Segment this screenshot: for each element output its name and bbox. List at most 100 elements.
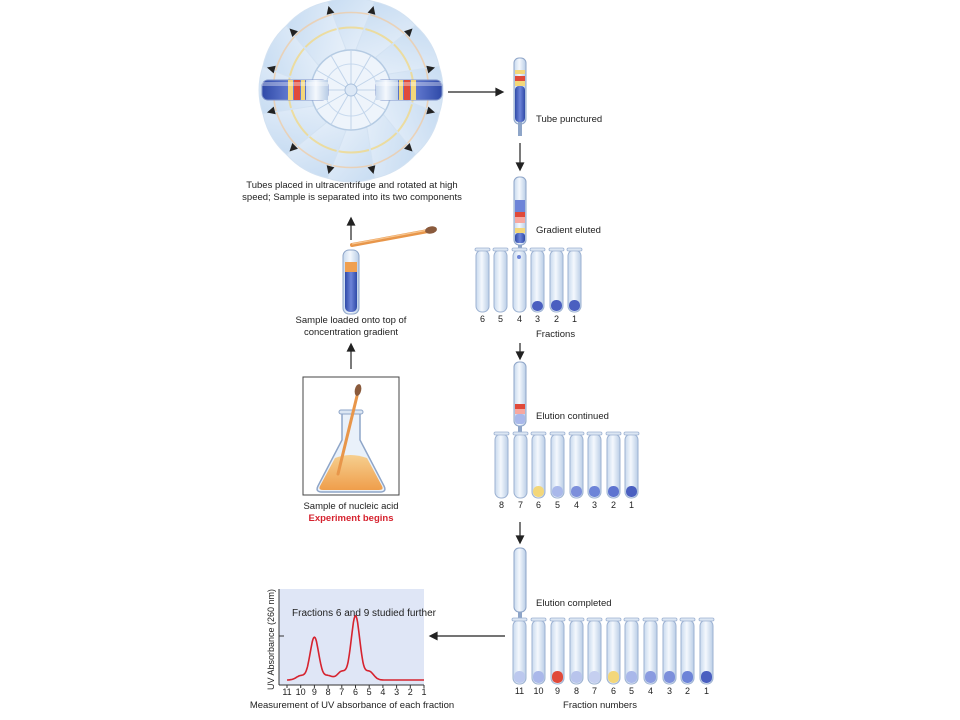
plot-xlabel: Measurement of UV absorbance of each fra…	[249, 700, 455, 711]
fraction-tube-row1	[529, 247, 546, 313]
fraction-number: 10	[533, 686, 544, 696]
rotor-spoke	[330, 94, 349, 125]
plot-x-tick-label: 9	[311, 687, 317, 697]
column-tube-elution-completed	[513, 547, 527, 618]
rotor-spoke	[353, 94, 372, 125]
label-tube-punctured: Tube punctured	[536, 114, 603, 125]
fraction-tube-row2	[586, 431, 603, 499]
rotor-blade	[375, 94, 440, 156]
fraction-number: 6	[610, 686, 616, 696]
fraction-number: 5	[497, 314, 503, 324]
rotation-arrow	[426, 106, 436, 115]
fraction-tube-row3	[679, 617, 696, 685]
nucleic-acid-flask	[302, 376, 400, 496]
fraction-tube-row3	[698, 617, 715, 685]
plot-x-tick-label: 7	[339, 687, 345, 697]
fraction-number: 8	[498, 500, 504, 510]
rotor-spoke	[355, 92, 386, 111]
fraction-tube-row3	[642, 617, 659, 685]
fraction-number: 6	[535, 500, 541, 510]
plot-x-tick-label: 10	[295, 687, 306, 697]
rotor-blades	[258, 0, 444, 183]
fraction-number: 2	[553, 314, 559, 324]
fraction-number: 4	[647, 686, 653, 696]
rotation-arrow	[266, 65, 276, 74]
rotation-arrow	[326, 5, 335, 15]
fraction-tube-row2	[623, 431, 640, 499]
fraction-number: 4	[573, 500, 579, 510]
plot-x-tick-label: 8	[325, 687, 331, 697]
fraction-tube-row2	[605, 431, 622, 499]
rotor-axle	[344, 83, 358, 97]
label-sample-loaded-1: Sample loaded onto top of	[295, 315, 407, 326]
fraction-tube-row1	[511, 247, 528, 313]
column-tube-gradient-eluted	[513, 176, 527, 251]
sample-gradient-tube	[342, 249, 360, 315]
plot-title: Fractions 6 and 9 studied further	[292, 608, 436, 619]
fraction-number: 7	[517, 500, 523, 510]
label-sample-nucleic-acid: Sample of nucleic acid	[303, 501, 399, 512]
rotation-arrow	[266, 106, 276, 115]
fraction-number: 9	[554, 686, 560, 696]
label-elution-continued: Elution continued	[536, 411, 609, 422]
absorbance-plot	[278, 589, 425, 688]
fraction-number: 1	[628, 500, 634, 510]
rotor-spoke	[353, 55, 372, 86]
fraction-tube-row1	[548, 247, 565, 313]
fraction-number: 5	[628, 686, 634, 696]
label-fractions: Fractions	[536, 329, 576, 340]
fraction-tube-row3	[623, 617, 640, 685]
fraction-tube-row1	[492, 247, 509, 313]
plot-x-tick-label: 5	[366, 687, 372, 697]
plot-x-tick-label: 2	[407, 687, 413, 697]
label-centrifuge-caption-2: speed; Sample is separated into its two …	[242, 192, 462, 203]
fraction-number: 4	[516, 314, 522, 324]
fraction-tubes	[474, 247, 715, 685]
fraction-tube-row3	[530, 617, 547, 685]
rotor-spoke	[316, 92, 347, 111]
fraction-number: 1	[703, 686, 709, 696]
rotor-tube-right	[375, 79, 443, 101]
plot-x-tick-label: 3	[394, 687, 400, 697]
label-experiment-begins: Experiment begins	[308, 513, 394, 524]
plot-x-tick-label: 4	[380, 687, 386, 697]
fraction-tube-row3	[661, 617, 678, 685]
fraction-number: 6	[479, 314, 485, 324]
column-tube-elution-continued	[513, 361, 527, 439]
rotation-arrow	[326, 165, 335, 175]
rotor-blade	[285, 1, 347, 66]
fraction-tube-row1	[474, 247, 491, 313]
fraction-number: 5	[554, 500, 560, 510]
fraction-tube-row3	[511, 617, 528, 685]
label-sample-loaded-2: concentration gradient	[303, 327, 398, 338]
fraction-number: 11	[514, 686, 525, 696]
fraction-tube-row3	[568, 617, 585, 685]
fraction-tube-row3	[605, 617, 622, 685]
x-ticks	[286, 685, 425, 688]
fraction-number: 8	[573, 686, 579, 696]
fraction-tube-row2	[568, 431, 585, 499]
absorbance-curve	[287, 614, 424, 681]
plot-x-tick-label: 6	[352, 687, 358, 697]
fraction-number: 7	[591, 686, 597, 696]
fraction-number: 3	[591, 500, 597, 510]
fraction-tube-row2	[549, 431, 566, 499]
fraction-tube-row3	[549, 617, 566, 685]
fraction-tube-row1	[566, 247, 583, 313]
fraction-number: 1	[571, 314, 577, 324]
pipette	[350, 226, 437, 247]
label-centrifuge-caption-1: Tubes placed in ultracentrifuge and rota…	[246, 180, 458, 191]
fraction-number: 3	[666, 686, 672, 696]
column-tube-punctured	[513, 57, 527, 136]
fraction-number: 3	[534, 314, 540, 324]
plot-x-tick-label: 1	[421, 687, 427, 697]
rotor-spoke	[316, 69, 347, 88]
label-fraction-numbers: Fraction numbers	[563, 700, 637, 711]
rotation-arrow	[426, 65, 436, 74]
flow-arrows	[346, 87, 525, 641]
drip	[517, 255, 521, 259]
ultracentrifuge-rotor	[258, 0, 444, 183]
rotor-spoke	[355, 69, 386, 88]
